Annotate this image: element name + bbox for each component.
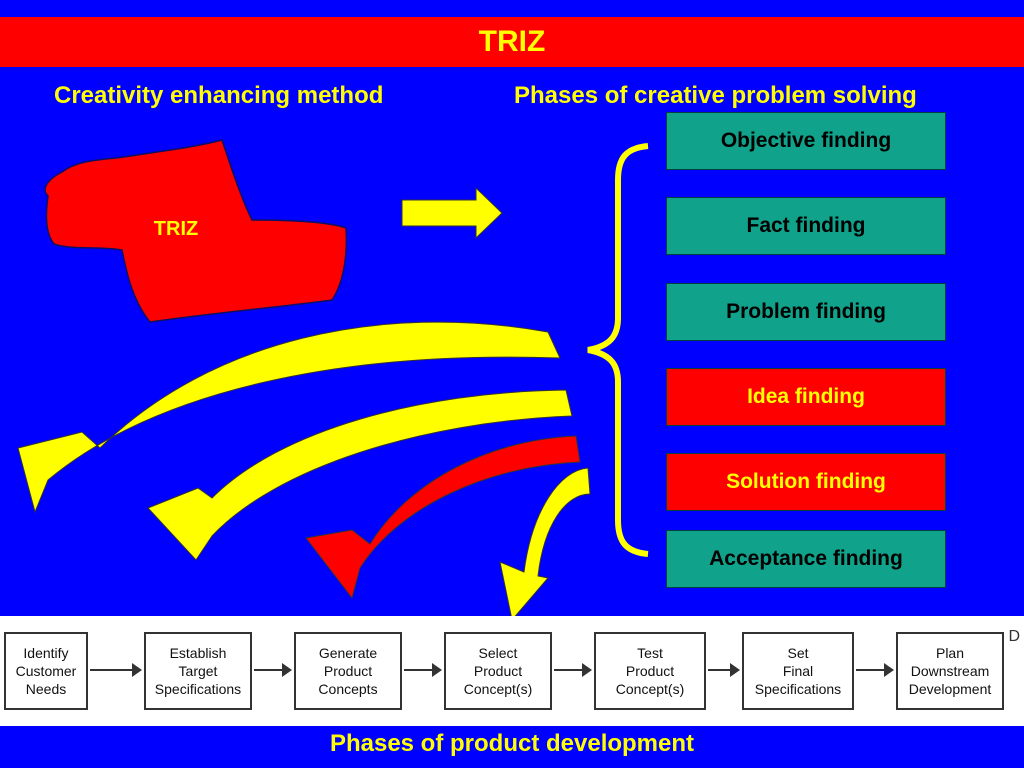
blob-label: TRIZ bbox=[154, 218, 198, 240]
curved-arrow-small bbox=[499, 467, 591, 622]
right-arrow-icon bbox=[401, 186, 503, 240]
curved-arrow-red bbox=[305, 435, 581, 600]
pd-step-generate-product-concepts: Generate Product Concepts bbox=[294, 632, 402, 710]
pd-step-establish-target-specifications: Establish Target Specifications bbox=[144, 632, 252, 710]
pd-step-set-final-specifications: Set Final Specifications bbox=[742, 632, 854, 710]
pd-arrow-icon bbox=[404, 663, 442, 677]
pd-step-identify-customer-needs: Identify Customer Needs bbox=[4, 632, 88, 710]
phase-idea-finding: Idea finding bbox=[666, 368, 946, 426]
pd-step-test-product-concepts: Test Product Concept(s) bbox=[594, 632, 706, 710]
pd-arrow-icon bbox=[856, 663, 894, 677]
phase-problem-finding: Problem finding bbox=[666, 283, 946, 341]
pd-arrow-icon bbox=[708, 663, 740, 677]
phase-fact-finding: Fact finding bbox=[666, 197, 946, 255]
page-title: TRIZ bbox=[478, 25, 546, 58]
pd-step-plan-downstream-development: Plan Downstream Development bbox=[896, 632, 1004, 710]
triz-blob-shape bbox=[44, 139, 348, 323]
curved-arrow-2 bbox=[147, 389, 573, 561]
right-heading: Phases of creative problem solving bbox=[514, 82, 917, 109]
curved-arrow-1 bbox=[17, 321, 561, 514]
pd-arrow-icon bbox=[254, 663, 292, 677]
pd-step-select-product-concepts: Select Product Concept(s) bbox=[444, 632, 552, 710]
footer-caption: Phases of product development bbox=[329, 730, 695, 757]
pd-arrow-icon bbox=[554, 663, 592, 677]
pd-arrow-icon bbox=[90, 663, 142, 677]
pd-cut-off-text: D bbox=[1008, 628, 1020, 645]
left-heading: Creativity enhancing method bbox=[54, 82, 384, 109]
phase-solution-finding: Solution finding bbox=[666, 453, 946, 511]
phase-acceptance-finding: Acceptance finding bbox=[666, 530, 946, 588]
phase-objective-finding: Objective finding bbox=[666, 112, 946, 170]
product-development-strip: Identify Customer Needs Establish Target… bbox=[0, 616, 1024, 726]
curly-brace bbox=[587, 143, 649, 557]
title-bar: TRIZ bbox=[0, 17, 1024, 67]
